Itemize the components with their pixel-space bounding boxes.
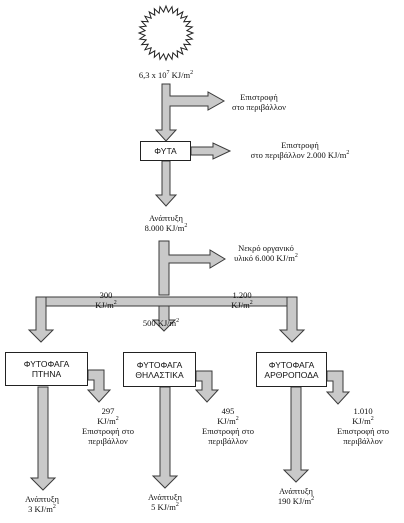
- return-mammals-value: 495: [221, 406, 235, 416]
- plant-growth-line1: Ανάπτυξη: [149, 213, 183, 223]
- flow-arthropods-unit: KJ/m: [231, 300, 250, 310]
- growth-mammals-label: Ανάπτυξη 5 KJ/m2: [135, 492, 195, 512]
- return-top-line2: στο περιβάλλον: [232, 102, 286, 112]
- return-plants-line1: Επιστροφή: [281, 140, 319, 150]
- arrow-to-birds: [27, 296, 55, 343]
- herbivore-mammals-line2: ΘΗΛΑΣΤΙΚΑ: [135, 369, 184, 380]
- flow-birds-label: 300 KJ/m2: [88, 290, 124, 310]
- return-top-line1: Επιστροφή: [240, 92, 278, 102]
- return-plants-label: Επιστροφή στο περιβάλλον 2.000 KJ/m2: [232, 140, 368, 160]
- arrow-plants-growth: [154, 160, 178, 207]
- arrow-arthropods-return: [325, 370, 351, 405]
- flow-birds-unit: KJ/m: [95, 300, 114, 310]
- return-plants-exponent: 2: [346, 150, 350, 157]
- growth-birds-exponent: 2: [52, 504, 56, 511]
- arrow-mammals-return: [194, 370, 220, 403]
- dead-matter-line1: Νεκρό οργανικό: [238, 243, 294, 253]
- return-mammals-unit: KJ/m: [217, 416, 236, 426]
- plants-box: ΦΥΤΑ: [140, 141, 191, 161]
- growth-birds-label: Ανάπτυξη 3 KJ/m2: [12, 494, 72, 514]
- arrow-mammals-growth: [151, 386, 179, 489]
- return-arthropods-line3: Επιστροφή στο: [337, 426, 389, 436]
- growth-arthropods-exponent: 2: [311, 496, 315, 503]
- return-birds-label: 297 KJ/m2 Επιστροφή στο περιβάλλον: [76, 406, 140, 446]
- return-arthropods-label: 1.010 KJ/m2 Επιστροφή στο περιβάλλον: [328, 406, 398, 446]
- return-top-label: Επιστροφή στο περιβάλλον: [226, 92, 292, 112]
- arrow-to-arthropods: [278, 296, 306, 343]
- arrow-growth-distribution: [158, 240, 226, 296]
- return-arthropods-value: 1.010: [353, 406, 373, 416]
- growth-arthropods-label: Ανάπτυξη 190 KJ/m2: [260, 486, 332, 506]
- flow-arthropods-value: 1.200: [232, 290, 252, 300]
- herbivore-arthropods-line1: ΦΥΤΟΦΑΓΑ: [268, 359, 315, 370]
- sun-energy-exponent: 7: [166, 70, 170, 77]
- sun-energy-label: 6,3 x 107 KJ/m2: [118, 70, 214, 80]
- return-mammals-line4: περιβάλλον: [208, 436, 248, 446]
- arrow-arthropods-growth: [282, 386, 310, 483]
- arrow-birds-growth: [29, 386, 57, 491]
- plants-label: ΦΥΤΑ: [154, 146, 177, 156]
- growth-mammals-line1: Ανάπτυξη: [148, 492, 182, 502]
- return-arthropods-unit: KJ/m: [352, 416, 371, 426]
- flow-mammals-value: 500 KJ/m: [142, 318, 177, 328]
- herbivore-mammals-line1: ΦΥΤΟΦΑΓΑ: [136, 359, 183, 370]
- dead-matter-exponent: 2: [294, 253, 298, 260]
- plant-growth-exponent: 2: [184, 223, 188, 230]
- herbivore-birds-line2: ΠΤΗΝΑ: [31, 369, 62, 379]
- return-birds-line4: περιβάλλον: [88, 436, 128, 446]
- arrow-to-mammals: [151, 305, 177, 332]
- sun-energy-unit: KJ/m: [169, 70, 191, 80]
- sun-energy-unit-exponent: 2: [190, 70, 194, 77]
- arrow-plants-return: [190, 142, 232, 160]
- herbivore-arthropods-line2: ΑΡΘΡΟΠΟΔΑ: [264, 369, 319, 380]
- return-mammals-label: 495 KJ/m2 Επιστροφή στο περιβάλλον: [194, 406, 262, 446]
- flow-birds-exponent: 2: [113, 300, 117, 307]
- return-birds-value: 297: [101, 406, 115, 416]
- growth-arthropods-line1: Ανάπτυξη: [279, 486, 313, 496]
- growth-birds-line2: 3 KJ/m: [28, 504, 53, 514]
- flow-mammals-exponent: 2: [176, 318, 180, 325]
- growth-mammals-line2: 5 KJ/m: [151, 502, 176, 512]
- return-plants-line2: στο περιβάλλον 2.000 KJ/m: [250, 150, 347, 160]
- flow-mammals-label: 500 KJ/m2: [130, 318, 192, 328]
- dead-matter-label: Νεκρό οργανικό υλικό 6.000 KJ/m2: [218, 243, 314, 263]
- return-mammals-exponent: 2: [235, 416, 239, 423]
- flow-arthropods-label: 1.200 KJ/m2: [222, 290, 262, 310]
- arrow-birds-return: [86, 369, 112, 403]
- return-mammals-line3: Επιστροφή στο: [202, 426, 254, 436]
- arrow-sun-to-plants: [154, 83, 226, 142]
- growth-arthropods-line2: 190 KJ/m: [277, 496, 312, 506]
- return-arthropods-line4: περιβάλλον: [343, 436, 383, 446]
- return-arthropods-exponent: 2: [370, 416, 374, 423]
- herbivore-birds-line1: ΦΥΤΟΦΑΓΑ: [23, 359, 70, 369]
- return-birds-exponent: 2: [115, 416, 119, 423]
- flow-birds-value: 300: [99, 290, 113, 300]
- dead-matter-line2: υλικό 6.000 KJ/m: [234, 253, 295, 263]
- sun-icon: [137, 4, 195, 62]
- flow-arthropods-exponent: 2: [249, 300, 253, 307]
- growth-mammals-exponent: 2: [175, 502, 179, 509]
- return-birds-line3: Επιστροφή στο: [82, 426, 134, 436]
- growth-birds-line1: Ανάπτυξη: [25, 494, 59, 504]
- return-birds-unit: KJ/m: [97, 416, 116, 426]
- sun-energy-value: 6,3 x 10: [138, 70, 167, 80]
- plant-growth-label: Ανάπτυξη 8.000 KJ/m2: [126, 213, 206, 233]
- plant-growth-line2: 8.000 KJ/m: [144, 223, 185, 233]
